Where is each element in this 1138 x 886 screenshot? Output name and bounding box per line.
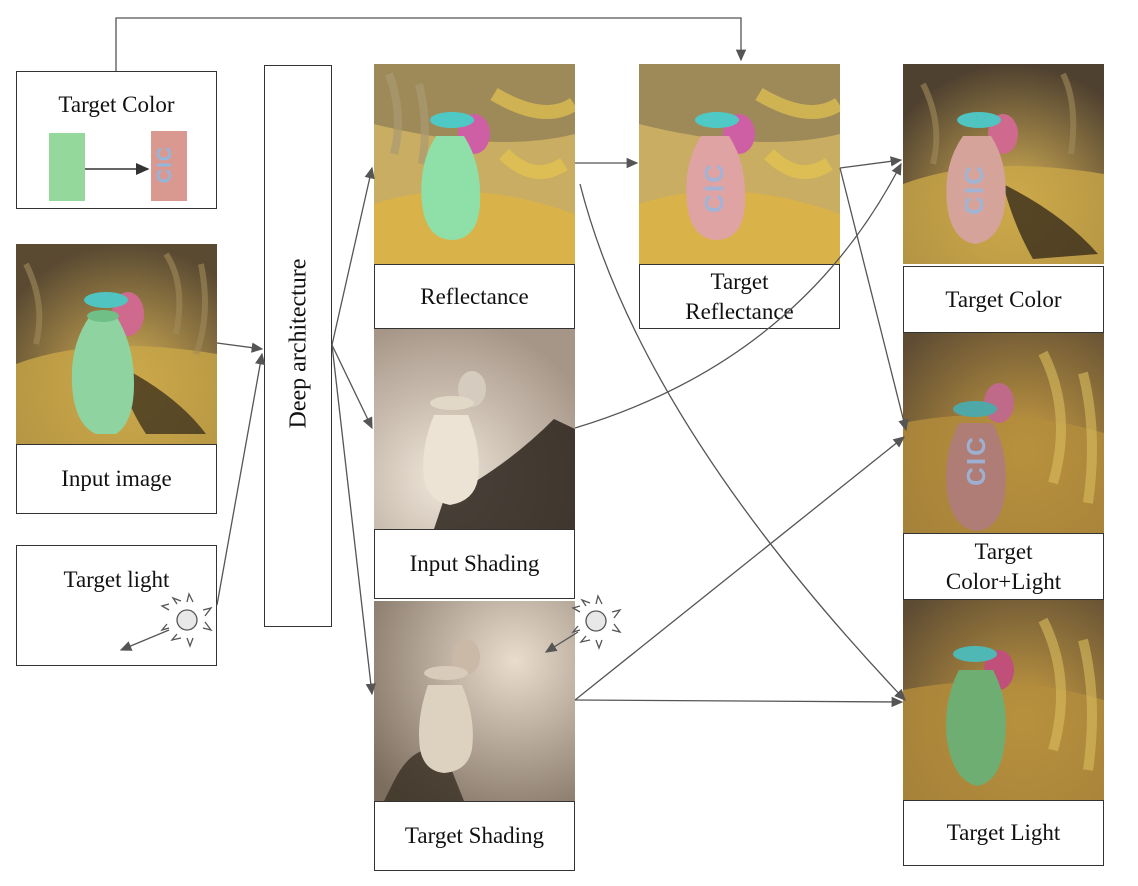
input-shading-image	[374, 329, 575, 529]
target-reflectance-image: CIC	[639, 64, 840, 264]
source-color-swatch	[49, 133, 85, 201]
reflectance-label: Reflectance	[420, 283, 529, 309]
target-light-box: Target light	[16, 545, 217, 666]
target-color-box-label: Target Color	[58, 92, 175, 118]
sun-icon	[119, 592, 213, 651]
reflectance-image	[374, 64, 575, 264]
deep-architecture-box: Deep architecture	[264, 65, 332, 627]
reflectance-label-box: Reflectance	[374, 264, 575, 329]
output-target-light-label-box: Target Light	[903, 800, 1104, 866]
swatch-arrow	[85, 163, 150, 175]
target-shading-label: Target Shading	[404, 823, 545, 849]
output-target-color-label-box: Target Color	[903, 266, 1104, 333]
output-target-color-light-label: Target Color+Light	[945, 538, 1062, 594]
output-target-light-scene	[903, 600, 1104, 800]
input-image	[16, 244, 217, 444]
input-image-label: Input image	[61, 466, 172, 492]
output-target-color-light-vase-text: CIC	[960, 435, 991, 486]
reflectance-scene	[374, 64, 575, 264]
output-target-light-image	[903, 600, 1104, 800]
input-image-label-box: Input image	[16, 444, 217, 514]
target-color-swatch: CIC	[151, 131, 187, 201]
target-reflectance-scene	[639, 64, 840, 264]
target-color-box: Target Color CIC	[16, 71, 217, 209]
target-reflectance-label: Target Reflectance	[685, 268, 794, 324]
target-shading-label-box: Target Shading	[374, 801, 575, 871]
target-shading-image	[374, 601, 575, 801]
input-image-scene	[16, 244, 217, 444]
target-shading-scene	[374, 601, 575, 801]
output-target-color-image: CIC	[903, 64, 1104, 264]
input-shading-label-box: Input Shading	[374, 529, 575, 599]
output-target-color-light-label-box: Target Color+Light	[903, 533, 1104, 600]
output-target-color-vase-text: CIC	[958, 164, 989, 215]
deep-architecture-label: Deep architecture	[285, 258, 312, 429]
swatch-text: CIC	[154, 145, 177, 184]
output-target-color-light-image: CIC	[903, 333, 1104, 533]
output-target-color-label: Target Color	[945, 286, 1062, 312]
output-target-color-scene	[903, 64, 1104, 264]
target-reflectance-vase-text: CIC	[698, 162, 729, 213]
target-light-box-label: Target light	[63, 567, 170, 593]
input-shading-label: Input Shading	[409, 551, 540, 577]
input-shading-scene	[374, 329, 575, 529]
output-target-color-light-scene	[903, 333, 1104, 533]
target-reflectance-label-box: Target Reflectance	[639, 264, 840, 329]
output-target-light-label: Target Light	[946, 820, 1061, 846]
